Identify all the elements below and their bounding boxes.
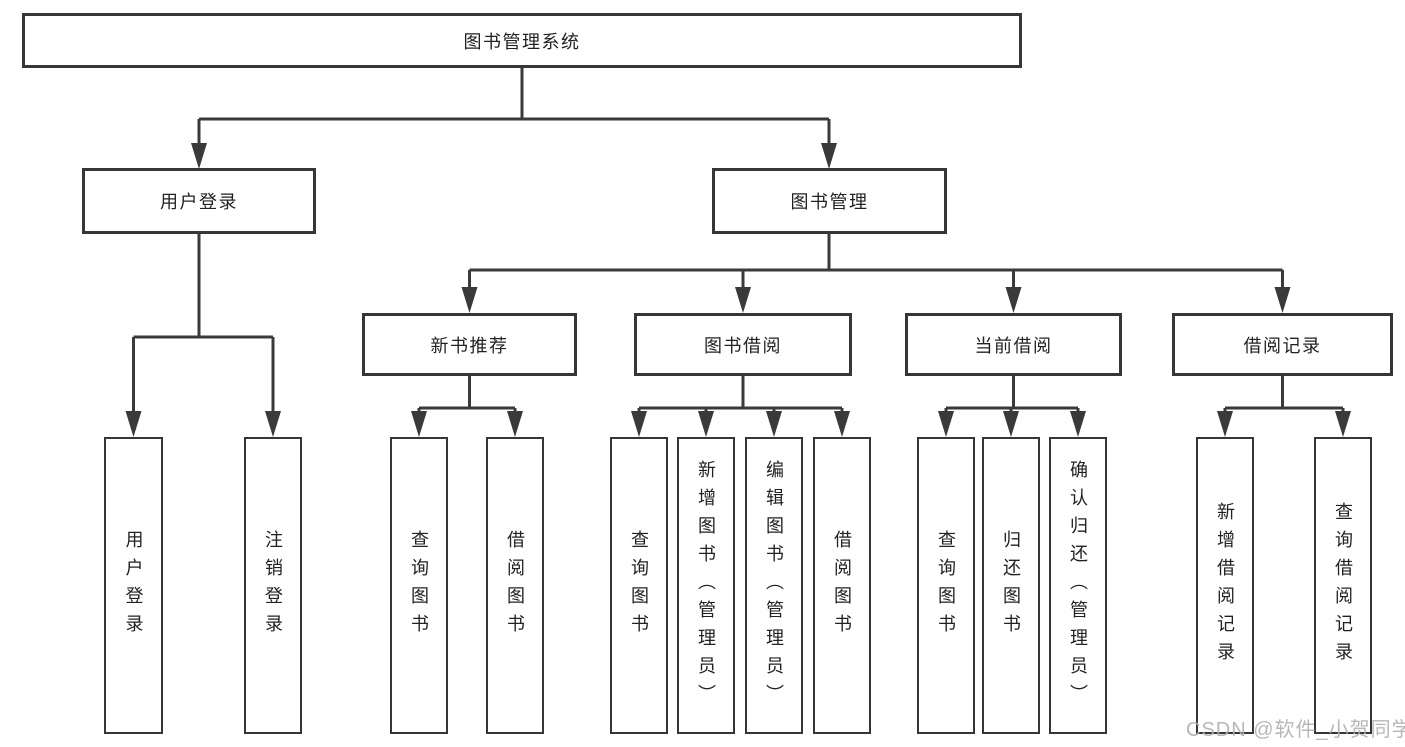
node-new-book-recommend: 新书推荐	[362, 313, 577, 376]
node-user-login-action: 用户登录	[104, 437, 163, 734]
node-edit-book-admin: 编辑图书（管理员）	[745, 437, 803, 734]
node-query-books-3-label: 查询图书	[936, 529, 956, 642]
node-user-login-action-label: 用户登录	[123, 529, 144, 642]
node-borrow-book-2-label: 借阅图书	[832, 529, 852, 642]
csdn-watermark: CSDN @软件_小贺同学	[1186, 719, 1405, 741]
node-add-borrow-record: 新增借阅记录	[1196, 437, 1254, 734]
node-library-system-label: 图书管理系统	[463, 31, 581, 52]
node-logout-action-label: 注销登录	[263, 529, 283, 642]
node-borrow-book-label: 借阅图书	[505, 529, 525, 642]
node-edit-book-admin-label: 编辑图书（管理员）	[764, 459, 784, 712]
node-current-borrowing: 当前借阅	[905, 313, 1122, 376]
node-user-login: 用户登录	[82, 168, 316, 234]
node-borrow-records-label: 借阅记录	[1243, 335, 1322, 356]
node-confirm-return-admin-label: 确认归还（管理员）	[1068, 459, 1088, 712]
arrowheads	[125, 143, 1351, 437]
node-query-books-3: 查询图书	[917, 437, 975, 734]
node-book-borrowing-label: 图书借阅	[704, 335, 782, 356]
node-return-book-label: 归还图书	[1001, 529, 1021, 642]
node-current-borrowing-label: 当前借阅	[974, 335, 1053, 356]
node-book-management: 图书管理	[712, 168, 947, 234]
node-query-books: 查询图书	[390, 437, 448, 734]
node-query-books-label: 查询图书	[409, 529, 429, 642]
node-logout-action: 注销登录	[244, 437, 302, 734]
node-query-borrow-record-label: 查询借阅记录	[1333, 501, 1353, 670]
node-confirm-return-admin: 确认归还（管理员）	[1049, 437, 1107, 734]
node-borrow-book: 借阅图书	[486, 437, 544, 734]
node-return-book: 归还图书	[982, 437, 1040, 734]
node-book-management-label: 图书管理	[790, 192, 869, 212]
node-borrow-book-2: 借阅图书	[813, 437, 871, 734]
node-book-borrowing: 图书借阅	[634, 313, 852, 376]
node-query-borrow-record: 查询借阅记录	[1314, 437, 1372, 734]
node-borrow-records: 借阅记录	[1172, 313, 1393, 376]
node-query-books-2: 查询图书	[610, 437, 668, 734]
node-user-login-label: 用户登录	[160, 192, 238, 212]
node-library-system: 图书管理系统	[22, 13, 1022, 68]
node-add-book-admin: 新增图书（管理员）	[677, 437, 735, 734]
node-add-borrow-record-label: 新增借阅记录	[1215, 501, 1235, 670]
node-new-book-recommend-label: 新书推荐	[430, 335, 509, 356]
node-query-books-2-label: 查询图书	[629, 529, 649, 642]
node-add-book-admin-label: 新增图书（管理员）	[696, 459, 716, 712]
